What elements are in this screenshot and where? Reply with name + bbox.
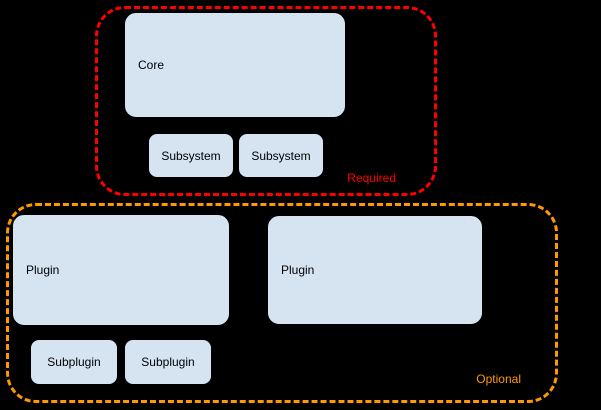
node-subsystem-1: Subsystem	[148, 133, 234, 178]
node-subplugin-1: Subplugin	[30, 339, 118, 385]
node-subsystem-2-label: Subsystem	[251, 148, 311, 163]
node-plugin-1-label: Plugin	[26, 263, 60, 277]
required-group-boundary: Required	[95, 6, 437, 196]
node-plugin-2: Plugin	[267, 215, 483, 325]
node-subplugin-1-label: Subplugin	[47, 355, 101, 369]
node-subplugin-2-label: Subplugin	[141, 355, 195, 369]
node-core: Core	[124, 12, 346, 118]
node-plugin-1: Plugin	[12, 214, 230, 326]
optional-group-boundary: Optional	[6, 203, 558, 403]
node-subsystem-2: Subsystem	[238, 133, 324, 178]
node-subplugin-2: Subplugin	[124, 339, 212, 385]
node-subsystem-1-label: Subsystem	[161, 148, 221, 163]
optional-group-label: Optional	[476, 372, 521, 386]
node-core-label: Core	[138, 58, 165, 72]
required-group-label: Required	[347, 171, 396, 185]
node-plugin-2-label: Plugin	[281, 263, 315, 277]
